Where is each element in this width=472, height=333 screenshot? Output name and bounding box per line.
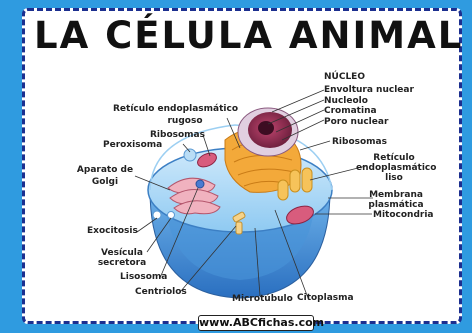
label-membrana-1: Membrana <box>364 190 428 200</box>
lysosome <box>196 180 204 188</box>
label-mitocondria: Mitocondria <box>373 210 434 220</box>
label-membrana-2: plasmática <box>364 200 428 210</box>
label-vesicula-1: Vesícula <box>92 248 152 258</box>
peroxisome <box>184 149 196 161</box>
nucleolus <box>258 121 274 135</box>
label-aparato-golgi-1: Aparato de <box>70 165 140 175</box>
label-reticulo-liso-1: Retículo <box>356 153 432 163</box>
label-lisosoma: Lisosoma <box>120 272 167 282</box>
secretory-vesicle-1 <box>153 211 161 219</box>
label-reticulo-liso-2: endoplasmático <box>356 163 432 173</box>
label-peroxisoma: Peroxisoma <box>103 140 162 150</box>
label-ribosomas-right: Ribosomas <box>332 137 387 147</box>
label-ribosomas-left: Ribosomas <box>150 130 205 140</box>
label-cromatina: Cromatina <box>324 106 377 116</box>
label-exocitosis: Exocitosis <box>87 226 138 236</box>
label-poro-nuclear: Poro nuclear <box>324 117 388 127</box>
label-nucleolo: Nucleolo <box>324 96 368 106</box>
label-citoplasma: Citoplasma <box>297 293 354 303</box>
golgi-apparatus <box>168 178 220 214</box>
label-nucleo: NÚCLEO <box>324 72 365 82</box>
label-reticulo-rugoso-1: Retículo endoplasmático <box>112 104 238 114</box>
label-aparato-golgi-2: Golgi <box>70 177 140 187</box>
label-vesicula-2: secretora <box>92 258 152 268</box>
label-reticulo-rugoso-2: rugoso <box>160 116 210 126</box>
label-envoltura-nuclear: Envoltura nuclear <box>324 85 414 95</box>
label-reticulo-liso-3: liso <box>356 173 432 183</box>
label-centriolos: Centriolos <box>135 287 187 297</box>
label-microtubulo: Microtúbulo <box>232 294 293 304</box>
secretory-vesicle-2 <box>168 212 175 219</box>
footer-website: www.ABCfichas.com <box>198 315 314 331</box>
